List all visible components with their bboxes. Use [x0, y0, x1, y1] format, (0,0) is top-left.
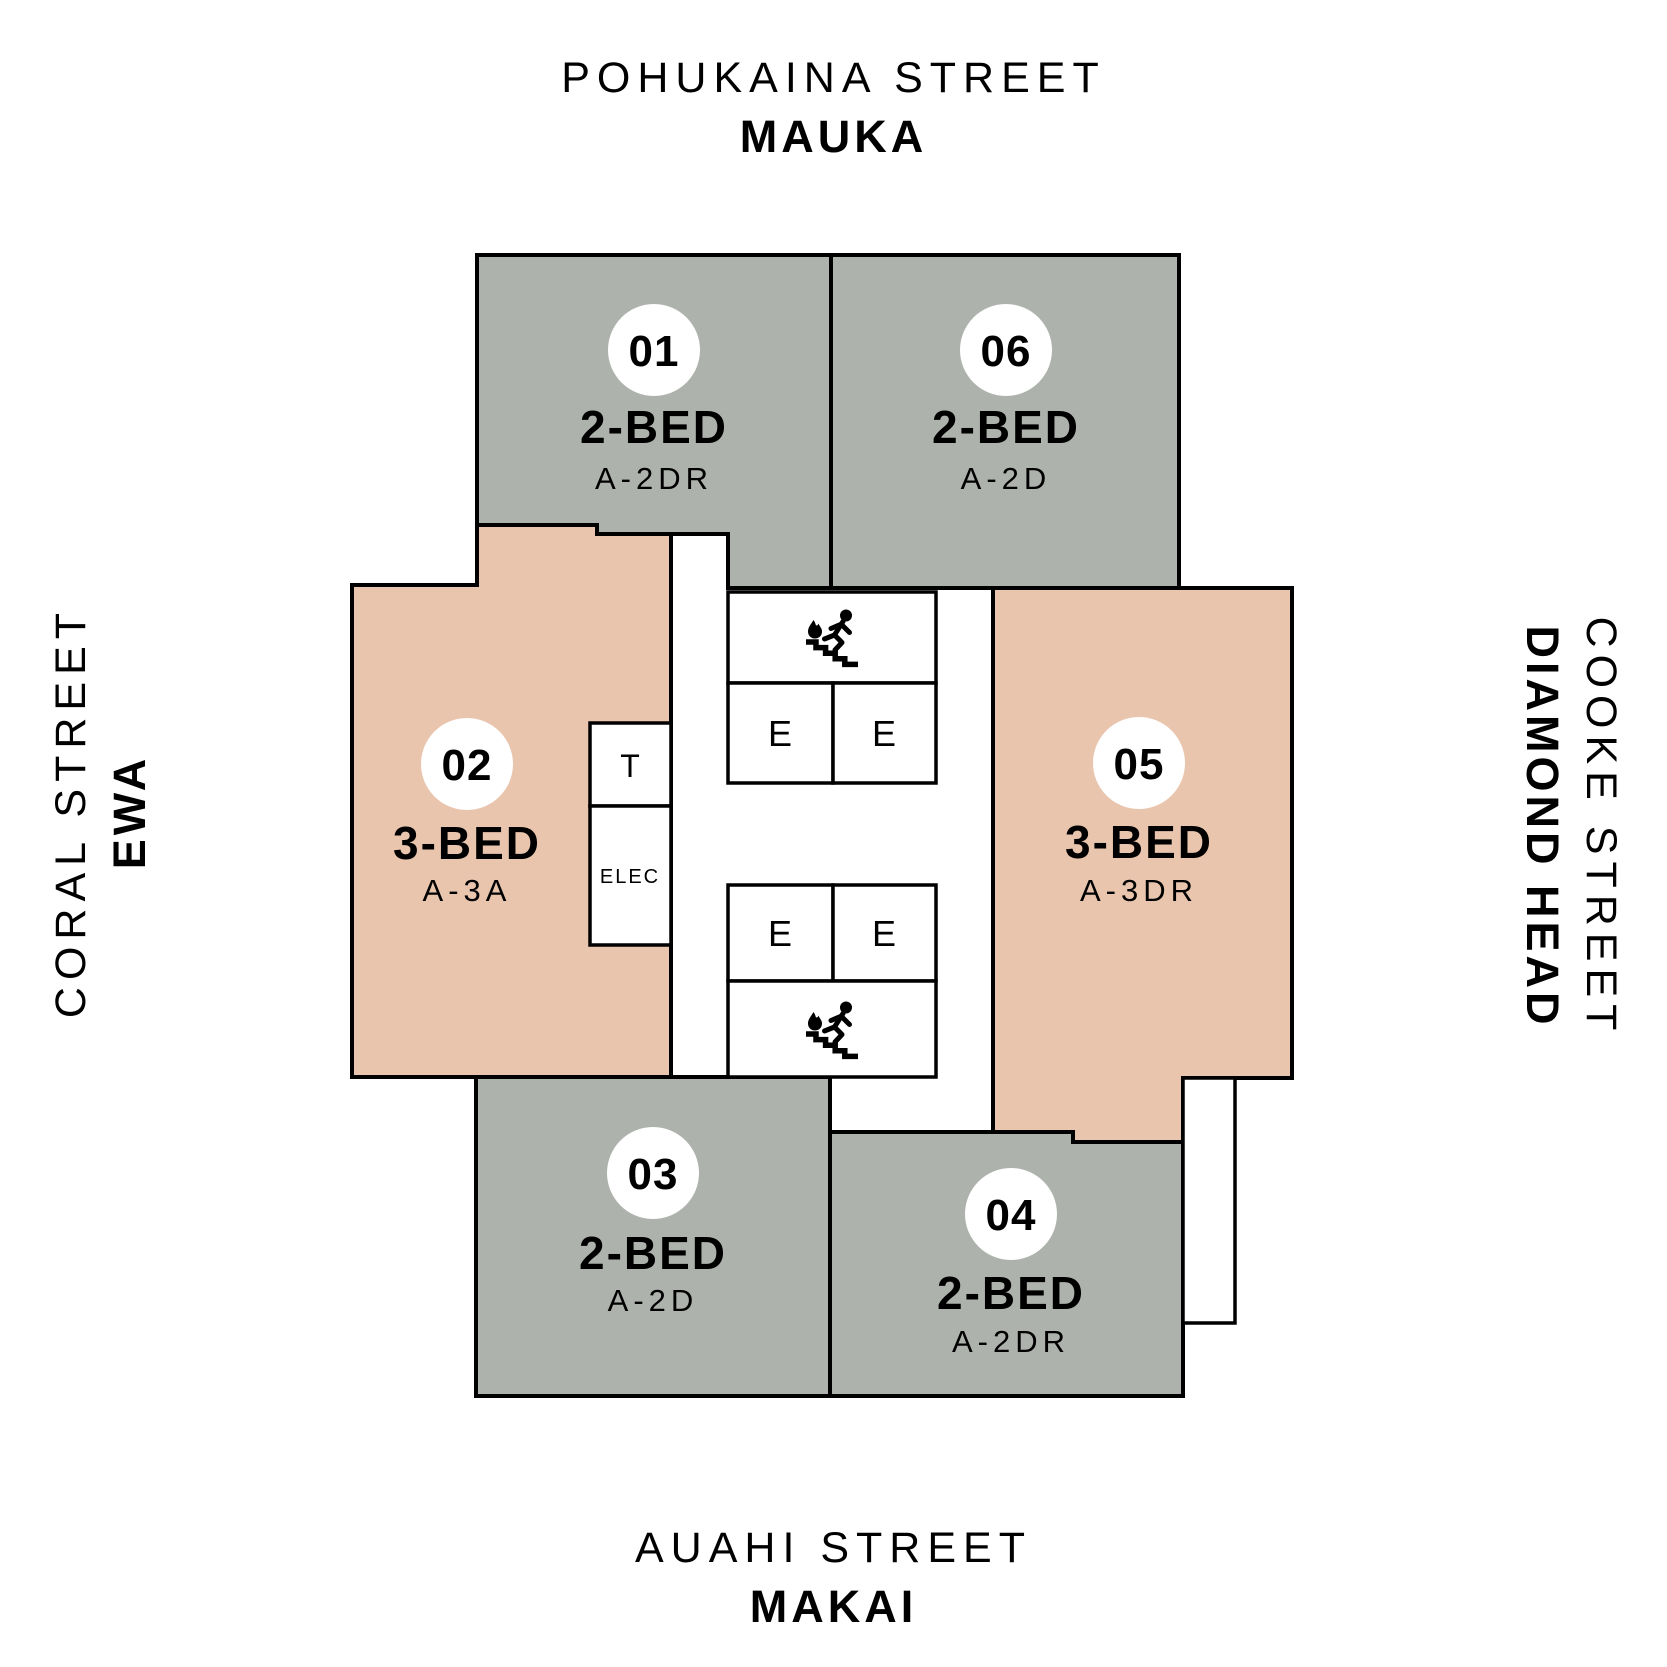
street-label-top: POHUKAINA STREET MAUKA [0, 48, 1667, 166]
unit-type-label: 2-BED [932, 401, 1080, 453]
unit-06-label: 06 2-BED A-2D [932, 304, 1080, 496]
elevator-label: E [768, 713, 792, 754]
unit-number: 01 [629, 327, 680, 376]
unit-05-label: 05 3-BED A-3DR [1065, 717, 1213, 908]
unit-number-badge [965, 1168, 1057, 1260]
unit-number: 05 [1114, 740, 1165, 789]
elevator-label: E [768, 913, 792, 954]
unit-number: 03 [628, 1150, 679, 1199]
unit-type-label: 3-BED [393, 817, 541, 869]
unit-plan-label: A-3A [423, 873, 512, 908]
unit-number-badge [960, 304, 1052, 396]
unit-type-label: 2-BED [579, 1227, 727, 1279]
unit-type-label: 2-BED [580, 401, 728, 453]
unit-number-badge [607, 1127, 699, 1219]
fire-exit-stairs-icon [806, 1001, 858, 1060]
unit-number-badge [421, 718, 513, 810]
elevator-label: E [872, 913, 896, 954]
street-label-bottom: AUAHI STREET MAKAI [0, 1518, 1667, 1636]
unit-plan-label: A-2D [608, 1283, 699, 1318]
elevator-label: E [872, 713, 896, 754]
unit-number-badge [1093, 717, 1185, 809]
elevator-room-top-left [726, 681, 835, 785]
unit-01-label: 01 2-BED A-2DR [580, 304, 728, 496]
unit-number: 02 [442, 741, 493, 790]
unit-type-label: 3-BED [1065, 816, 1213, 868]
unit-plan-label: A-3DR [1080, 873, 1198, 908]
unit-04-label: 04 2-BED A-2DR [937, 1168, 1085, 1359]
unit-plan-label: A-2DR [952, 1324, 1070, 1359]
trash-room-label: T [620, 748, 640, 784]
unit-plan-label: A-2D [961, 461, 1052, 496]
unit-number-badge [608, 304, 700, 396]
street-orientation-mauka: MAUKA [739, 111, 928, 162]
unit-02-label: 02 3-BED A-3A [393, 718, 541, 908]
unit-03-label: 03 2-BED A-2D [579, 1127, 727, 1318]
elevator-room-top-right [831, 681, 938, 785]
fire-exit-stairs-icon [806, 609, 858, 668]
street-name-top: POHUKAINA STREET [561, 54, 1106, 102]
unit-number: 04 [986, 1191, 1037, 1240]
unit-plan-label: A-2DR [595, 461, 713, 496]
street-name-bottom: AUAHI STREET [635, 1524, 1032, 1572]
unit-number: 06 [981, 327, 1032, 376]
unit-type-label: 2-BED [937, 1267, 1085, 1319]
elec-room [588, 804, 673, 947]
exit-corridor [1181, 1076, 1237, 1325]
street-orientation-makai: MAKAI [749, 1581, 918, 1632]
elec-room-label: ELEC [600, 866, 660, 888]
